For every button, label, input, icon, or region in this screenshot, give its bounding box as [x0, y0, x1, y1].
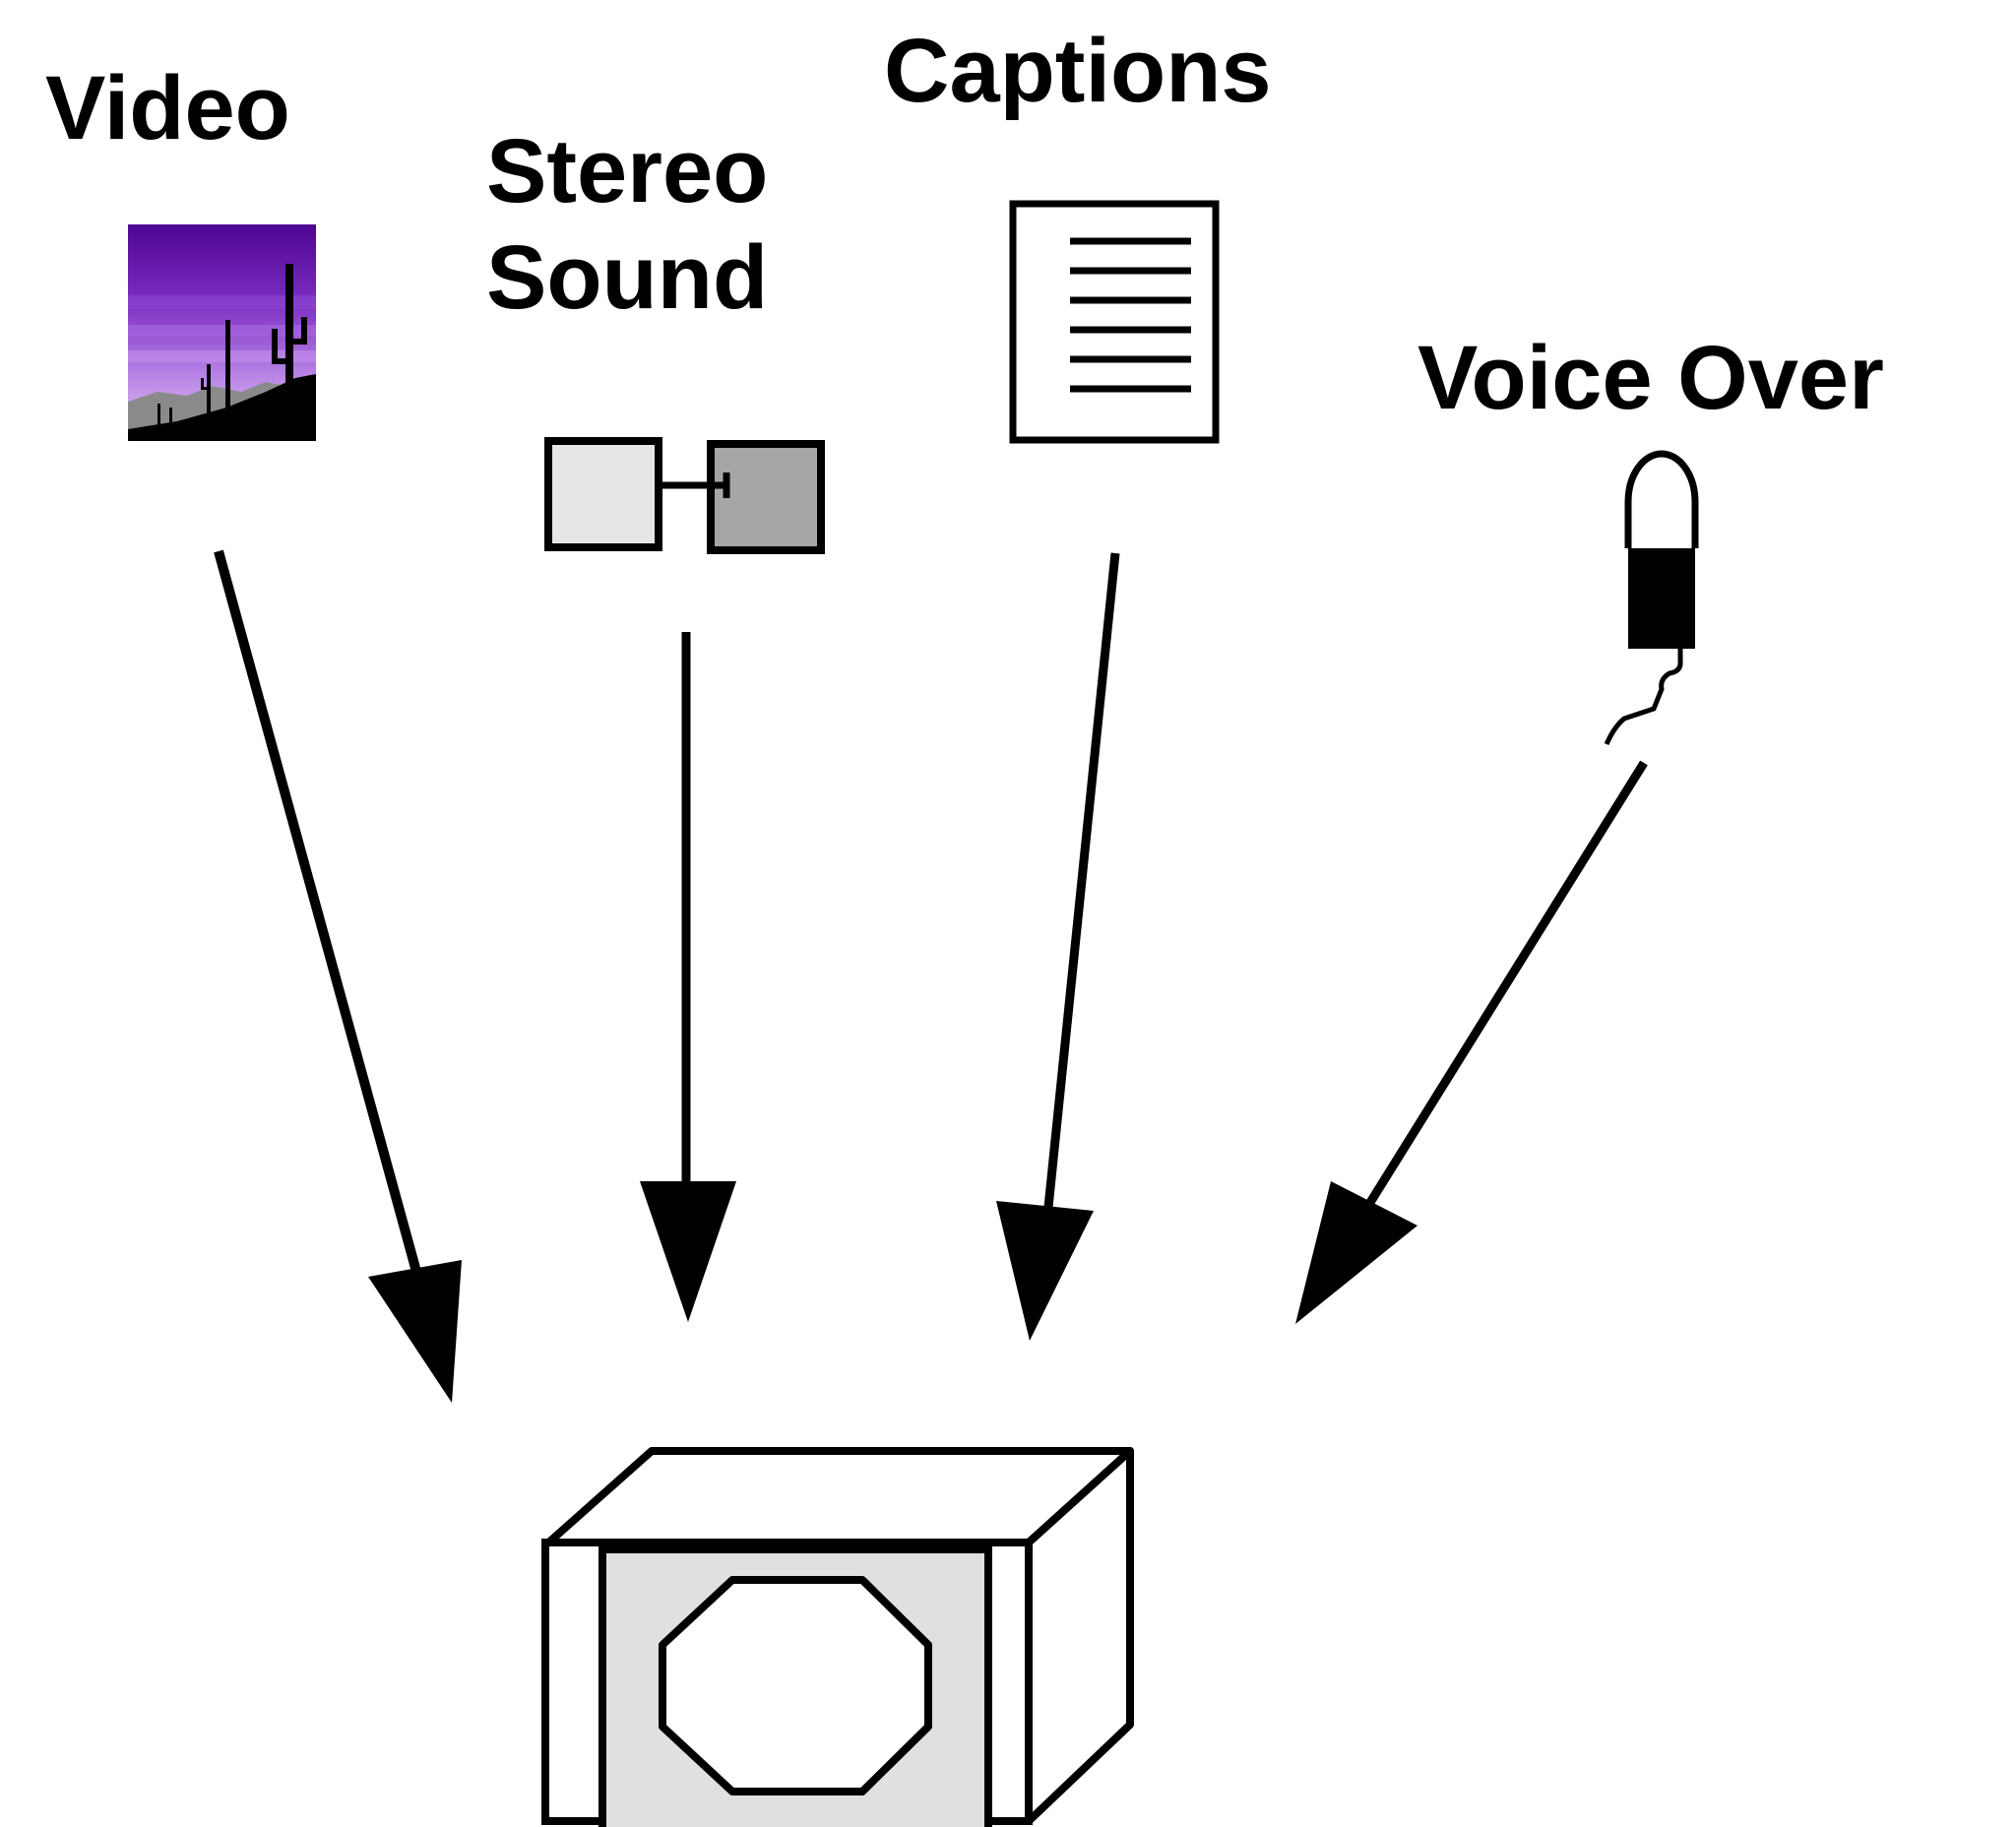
arrow-captions-to-projector [996, 552, 1120, 1341]
voice-over-label: Voice Over [1418, 328, 1884, 428]
arrow-video-to-projector [214, 549, 462, 1403]
desert-cactus-image-icon [128, 224, 316, 441]
arrow-stereo-to-projector [640, 632, 736, 1322]
arrow-voiceover-to-projector [1295, 760, 1648, 1324]
stereo-sound-label-line1: Stereo [486, 121, 769, 221]
stereo-sound-label: Stereo Sound [486, 118, 768, 331]
captions-label: Captions [884, 21, 1272, 121]
text-document-icon [1009, 200, 1220, 444]
microphone-icon [1604, 450, 1699, 746]
stereo-sound-label-line2: Sound [486, 227, 769, 328]
projector-box-icon [541, 1447, 1134, 1827]
video-label: Video [45, 58, 290, 158]
stereo-speakers-icon [544, 437, 825, 554]
